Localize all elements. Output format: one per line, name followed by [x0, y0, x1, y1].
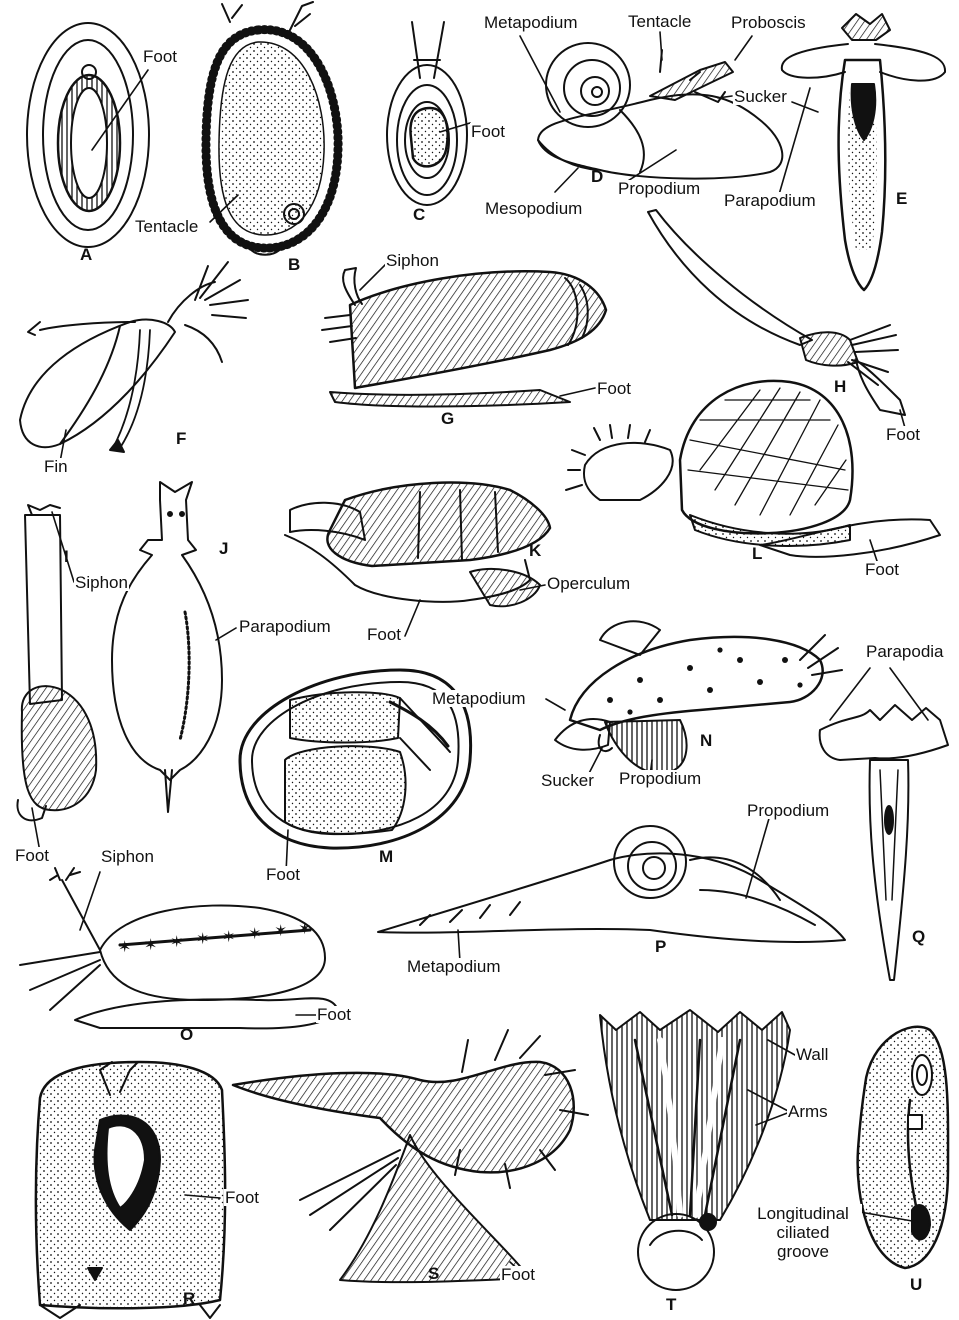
figure-q-pteropod	[820, 705, 948, 980]
figure-b-abalone	[206, 2, 338, 255]
label-parapodium-j: Parapodium	[238, 618, 332, 635]
label-metapodium-p: Metapodium	[406, 958, 502, 975]
groove-label-line1: Longitudinal	[757, 1204, 849, 1223]
svg-text:✶: ✶	[118, 937, 131, 956]
figure-letter-g: G	[441, 410, 454, 427]
label-parapodia-q: Parapodia	[865, 643, 945, 660]
figure-letter-a: A	[80, 246, 92, 263]
figure-letter-h: H	[834, 378, 846, 395]
label-sucker-n: Sucker	[540, 772, 595, 789]
figure-i-bivalve	[17, 505, 96, 820]
label-tentacle-b: Tentacle	[134, 218, 199, 235]
label-siphon-g: Siphon	[385, 252, 440, 269]
figure-r-snail	[36, 1062, 225, 1318]
groove-label-line3: groove	[777, 1242, 829, 1261]
figure-o-snail: ✶ ✶ ✶ ✶ ✶ ✶ ✶ ✶	[20, 868, 338, 1028]
label-foot-g: Foot	[596, 380, 632, 397]
figure-letter-i: I	[64, 548, 69, 565]
label-mesopodium-d: Mesopodium	[484, 200, 583, 217]
figure-s-murex	[233, 1030, 588, 1282]
label-parapodium-e: Parapodium	[723, 192, 817, 209]
svg-text:✶: ✶	[248, 924, 261, 943]
label-fin-f: Fin	[43, 458, 69, 475]
figure-letter-j: J	[219, 540, 228, 557]
svg-text:✶: ✶	[170, 932, 183, 951]
label-siphon-o: Siphon	[100, 848, 155, 865]
svg-text:✶: ✶	[222, 927, 235, 946]
figure-n-sea-hare	[555, 621, 842, 773]
label-wall-t: Wall	[795, 1046, 829, 1063]
label-propodium-p: Propodium	[746, 802, 830, 819]
figure-e-pteropod	[782, 14, 945, 290]
figure-d-snail	[538, 43, 782, 179]
figure-p-heteropod	[378, 826, 845, 942]
figure-letter-o: O	[180, 1026, 193, 1043]
label-tentacle-d: Tentacle	[627, 13, 692, 30]
label-foot-r: Foot	[224, 1189, 260, 1206]
label-arms-t: Arms	[787, 1103, 829, 1120]
label-operculum-k: Operculum	[546, 575, 631, 592]
label-foot-c: Foot	[470, 123, 506, 140]
figure-letter-k: K	[529, 542, 541, 559]
figure-g-cone-shell	[322, 268, 606, 407]
figure-j-sea-slug	[112, 482, 222, 812]
svg-text:✶: ✶	[196, 929, 209, 948]
label-propodium-d: Propodium	[617, 180, 701, 197]
label-metapodium-d: Metapodium	[483, 14, 579, 31]
label-foot-a: Foot	[142, 48, 178, 65]
label-foot-k: Foot	[366, 626, 402, 643]
label-siphon-i: Siphon	[74, 574, 129, 591]
figure-f-pteropod	[20, 262, 248, 452]
figure-letter-c: C	[413, 206, 425, 223]
figure-letter-b: B	[288, 256, 300, 273]
figure-letter-u: U	[910, 1276, 922, 1293]
label-proboscis-d: Proboscis	[730, 14, 807, 31]
label-sucker-d: Sucker	[733, 88, 788, 105]
figure-letter-l: L	[752, 545, 762, 562]
figure-a-limpet	[27, 23, 149, 247]
groove-label-line2: ciliated	[777, 1223, 830, 1242]
label-foot-s: Foot	[500, 1266, 536, 1283]
figure-l-mollusc	[566, 381, 940, 557]
label-metapodium-n: Metapodium	[431, 690, 527, 707]
label-foot-o: Foot	[316, 1006, 352, 1023]
figure-k-olive-shell	[285, 483, 550, 607]
figure-letter-t: T	[666, 1296, 676, 1313]
label-longitudinal-ciliated-groove-u: Longitudinal ciliated groove	[744, 1204, 862, 1261]
figure-letter-f: F	[176, 430, 186, 447]
figure-letter-e: E	[896, 190, 907, 207]
figure-letter-s: S	[428, 1265, 439, 1282]
figure-letter-d: D	[591, 168, 603, 185]
figure-letter-p: P	[655, 938, 666, 955]
label-foot-m: Foot	[265, 866, 301, 883]
svg-text:✶: ✶	[144, 935, 157, 954]
label-propodium-n: Propodium	[618, 770, 702, 787]
svg-text:✶: ✶	[274, 921, 287, 940]
label-foot-l: Foot	[864, 561, 900, 578]
figure-letter-q: Q	[912, 928, 925, 945]
svg-text:✶: ✶	[298, 919, 311, 938]
figure-letter-n: N	[700, 732, 712, 749]
label-foot-h: Foot	[885, 426, 921, 443]
figure-letter-r: R	[183, 1290, 195, 1307]
label-foot-i: Foot	[14, 847, 50, 864]
figure-c-keyhole-limpet	[387, 22, 467, 205]
figure-letter-m: M	[379, 848, 393, 865]
figure-u-mollusc	[858, 1027, 948, 1268]
